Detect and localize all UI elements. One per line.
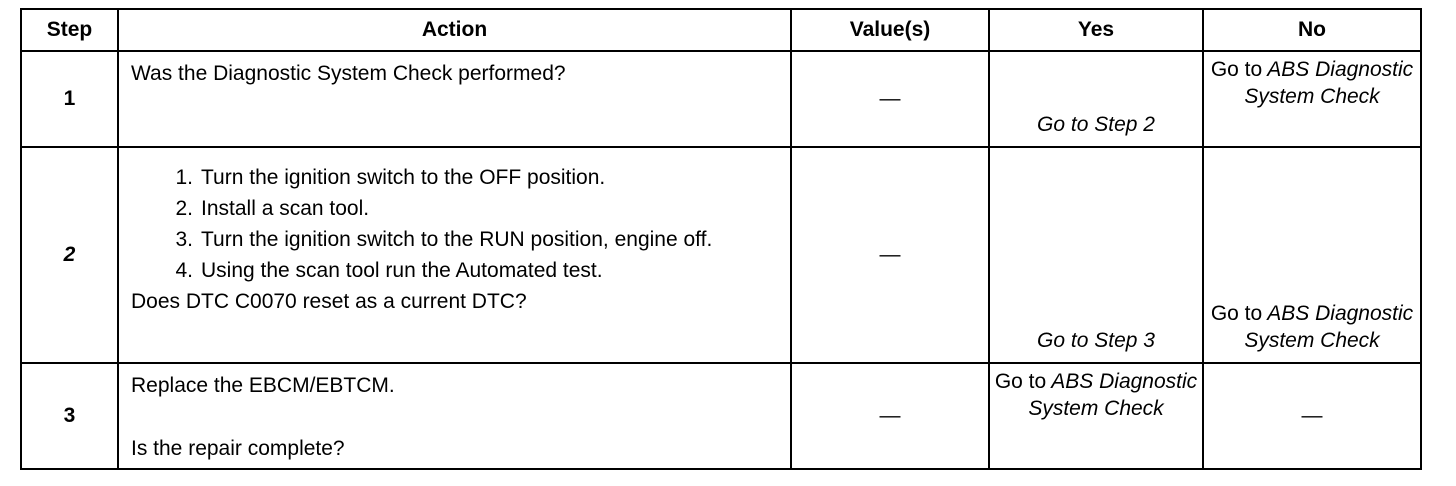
no-target: ABS Diagnostic System Check (1244, 302, 1414, 352)
action-text: Replace the EBCM/EBTCM. (131, 374, 395, 397)
header-no: No (1202, 8, 1422, 52)
no-prefix: Go to (1210, 302, 1263, 325)
action-text: Was the Diagnostic System Check performe… (131, 62, 566, 85)
step-number: 1 (20, 50, 119, 148)
value-cell: — (790, 362, 990, 470)
no-cell: Go to ABS Diagnostic System Check (1202, 50, 1422, 148)
value-dash: — (879, 87, 901, 110)
table-row: 2 1.Turn the ignition switch to the OFF … (20, 146, 1422, 364)
no-target: ABS Diagnostic System Check (1244, 58, 1414, 108)
header-action: Action (117, 8, 792, 52)
yes-link[interactable]: Go to Step 2 (1037, 113, 1155, 136)
no-cell: — (1202, 362, 1422, 470)
list-item: 3.Turn the ignition switch to the RUN po… (175, 228, 713, 251)
action-cell: Replace the EBCM/EBTCM. Is the repair co… (117, 362, 792, 470)
step-number: 2 (20, 146, 119, 364)
diagnostic-table: Step Action Value(s) Yes No 1 Was the Di… (20, 8, 1422, 470)
action-cell: Was the Diagnostic System Check performe… (117, 50, 792, 148)
value-dash: — (879, 404, 901, 427)
list-item: 2.Install a scan tool. (175, 197, 370, 220)
action-question: Is the repair complete? (131, 437, 345, 460)
header-row: Step Action Value(s) Yes No (20, 8, 1422, 52)
yes-link[interactable]: Go to Step 3 (1037, 329, 1155, 352)
no-prefix: Go to (1210, 58, 1263, 81)
yes-link[interactable]: Go to ABS Diagnostic System Check (995, 370, 1197, 420)
value-cell: — (790, 146, 990, 364)
table-row: 3 Replace the EBCM/EBTCM. Is the repair … (20, 362, 1422, 470)
value-dash: — (879, 243, 901, 266)
value-cell: — (790, 50, 990, 148)
header-values: Value(s) (790, 8, 990, 52)
yes-cell: Go to Step 2 (988, 50, 1204, 148)
action-cell: 1.Turn the ignition switch to the OFF po… (117, 146, 792, 364)
step-number: 3 (20, 362, 119, 470)
header-step: Step (20, 8, 119, 52)
procedure-list: 1.Turn the ignition switch to the OFF po… (131, 164, 780, 284)
no-link[interactable]: Go to ABS Diagnostic System Check (1211, 302, 1413, 352)
yes-prefix: Go to (994, 370, 1047, 393)
list-item: 1.Turn the ignition switch to the OFF po… (175, 166, 606, 189)
yes-target: ABS Diagnostic System Check (1028, 370, 1198, 420)
no-cell: Go to ABS Diagnostic System Check (1202, 146, 1422, 364)
list-item: 4.Using the scan tool run the Automated … (175, 259, 603, 282)
yes-cell: Go to Step 3 (988, 146, 1204, 364)
no-link[interactable]: Go to ABS Diagnostic System Check (1211, 58, 1413, 108)
table-row: 1 Was the Diagnostic System Check perfor… (20, 50, 1422, 148)
action-question: Does DTC C0070 reset as a current DTC? (131, 290, 527, 313)
yes-cell: Go to ABS Diagnostic System Check (988, 362, 1204, 470)
no-dash: — (1301, 404, 1323, 427)
header-yes: Yes (988, 8, 1204, 52)
